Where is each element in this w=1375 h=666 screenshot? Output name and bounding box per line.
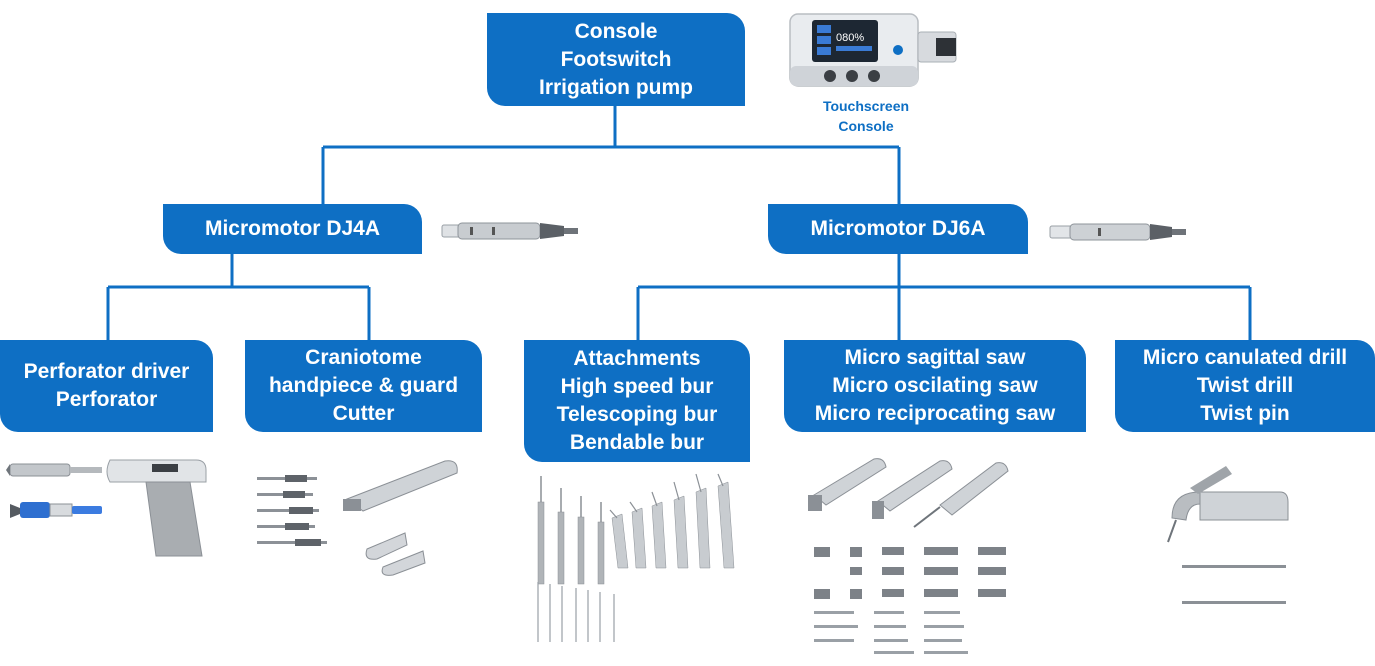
attachments-burs-icon: [537, 473, 735, 642]
root-line-footswitch: Footswitch: [560, 47, 672, 71]
saws-line-2: Micro oscilating saw: [832, 374, 1038, 397]
perforator-instruments-icon: [6, 459, 207, 557]
drills-line-3: Twist pin: [1200, 402, 1290, 425]
node-micromotor-dj4a: Micromotor DJ4A: [163, 204, 422, 254]
drills-line-2: Twist drill: [1196, 374, 1294, 397]
root-line-console: Console: [574, 19, 658, 43]
attachments-line-2: High speed bur: [560, 375, 714, 398]
craniotome-line-1: Craniotome: [305, 346, 422, 369]
perforator-line-2: Perforator: [55, 388, 158, 411]
node-micromotor-dj6a: Micromotor DJ6A: [768, 204, 1028, 254]
saws-blades-icon: [808, 458, 1009, 654]
micromotor-dj4a-handpiece-icon: [441, 222, 578, 240]
attachments-line-4: Bendable bur: [569, 431, 705, 454]
console-caption-line-1: Touchscreen: [822, 98, 910, 114]
drills-line-1: Micro canulated drill: [1142, 346, 1348, 369]
node-perforator: Perforator driver Perforator: [0, 340, 213, 432]
drills-instruments-icon: [1167, 466, 1289, 604]
node-saws: Micro sagittal saw Micro oscilating saw …: [784, 340, 1086, 432]
console-device-icon: 080%: [789, 13, 957, 87]
console-caption: Touchscreen Console: [800, 96, 932, 136]
node-attachments: Attachments High speed bur Telescoping b…: [524, 340, 750, 462]
micromotor-dj4a-label: Micromotor DJ4A: [204, 217, 381, 240]
node-craniotome: Craniotome handpiece & guard Cutter: [245, 340, 482, 432]
console-screen-readout: 080%: [836, 32, 864, 44]
saws-line-3: Micro reciprocating saw: [814, 402, 1056, 425]
micromotor-dj6a-handpiece-icon: [1049, 223, 1186, 241]
craniotome-instruments-icon: [257, 460, 458, 576]
node-drills: Micro canulated drill Twist drill Twist …: [1115, 340, 1375, 432]
saws-line-1: Micro sagittal saw: [844, 346, 1026, 369]
root-node-console: Console Footswitch Irrigation pump: [487, 13, 745, 106]
root-line-irrigation-pump: Irrigation pump: [539, 75, 693, 99]
console-caption-line-2: Console: [838, 118, 894, 134]
craniotome-line-2: handpiece & guard: [268, 374, 459, 397]
attachments-line-1: Attachments: [573, 347, 701, 370]
attachments-line-3: Telescoping bur: [556, 403, 718, 426]
perforator-line-1: Perforator driver: [23, 360, 190, 383]
craniotome-line-3: Cutter: [332, 402, 395, 425]
micromotor-dj6a-label: Micromotor DJ6A: [810, 217, 986, 240]
